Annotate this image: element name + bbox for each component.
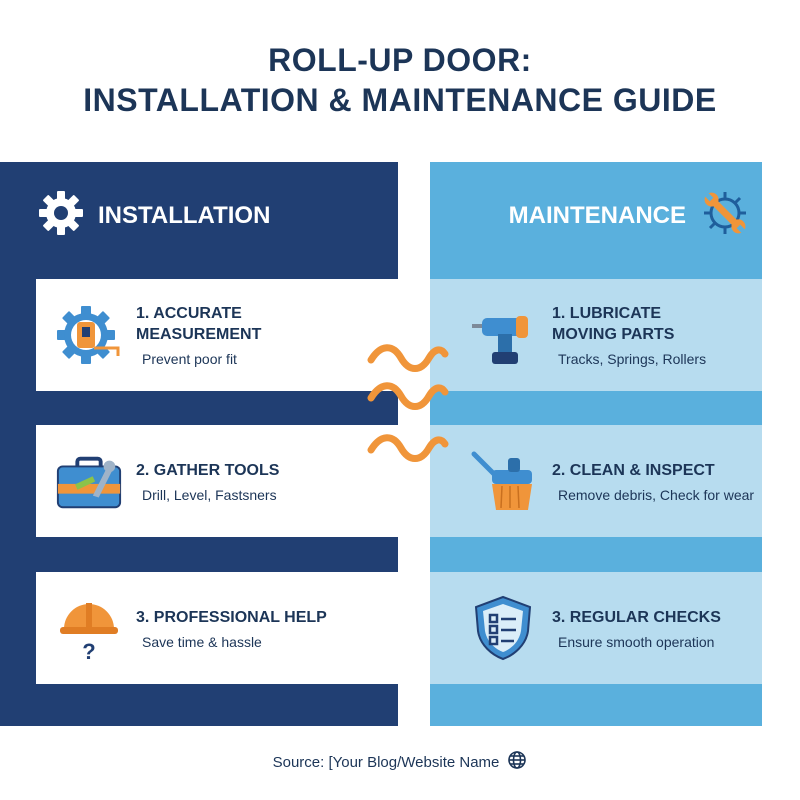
title-line-1: ROLL-UP DOOR:	[268, 42, 532, 78]
title-line-2: INSTALLATION & MAINTENANCE GUIDE	[83, 82, 717, 118]
installation-item-text: 1. ACCURATE MEASUREMENT Prevent poor fit	[136, 303, 261, 367]
maintenance-item-checks: 3. REGULAR CHECKS Ensure smooth operatio…	[430, 572, 762, 684]
svg-text:?: ?	[82, 639, 95, 663]
gear-measuring-tape-icon	[54, 300, 124, 370]
maintenance-item-sub: Ensure smooth operation	[558, 633, 715, 650]
globe-icon	[507, 750, 527, 774]
maintenance-item-clean: 2. CLEAN & INSPECT Remove debris, Check …	[430, 425, 762, 537]
maintenance-item-text: 1. LUBRICATE MOVING PARTS Tracks, Spring…	[552, 303, 706, 367]
hard-hat-question-icon: ?	[54, 593, 124, 663]
installation-item-sub: Prevent poor fit	[142, 351, 237, 367]
page-title: ROLL-UP DOOR: INSTALLATION & MAINTENANCE…	[0, 40, 800, 120]
installation-item-heading: 3. PROFESSIONAL HELP	[136, 608, 327, 626]
maintenance-header-label: MAINTENANCE	[508, 202, 686, 229]
installation-item-sub: Drill, Level, Fastsners	[142, 486, 277, 503]
installation-item-text: 2. GATHER TOOLS Drill, Level, Fastsners	[136, 460, 279, 503]
maintenance-item-heading: 2. CLEAN & INSPECT	[552, 461, 715, 479]
drill-icon	[468, 300, 538, 370]
gear-icon	[38, 190, 84, 243]
maintenance-item-heading: 3. REGULAR CHECKS	[552, 608, 721, 626]
installation-item-help: ? 3. PROFESSIONAL HELP Save time & hassl…	[36, 572, 398, 684]
installation-item-tools: 2. GATHER TOOLS Drill, Level, Fastsners	[36, 425, 398, 537]
shield-checklist-icon	[468, 593, 538, 663]
installation-item-heading: 1. ACCURATE MEASUREMENT	[136, 305, 262, 343]
toolbox-icon	[54, 446, 124, 516]
footer: Source: [Your Blog/Website Name	[0, 750, 800, 774]
installation-item-measurement: 1. ACCURATE MEASUREMENT Prevent poor fit	[36, 279, 398, 391]
installation-header: INSTALLATION	[38, 184, 270, 248]
maintenance-item-heading: 1. LUBRICATE MOVING PARTS	[552, 305, 675, 343]
maintenance-header: MAINTENANCE	[509, 184, 752, 248]
source-text: Source: [Your Blog/Website Name	[272, 753, 500, 771]
gear-wrench-icon	[698, 186, 752, 247]
installation-item-text: 3. PROFESSIONAL HELP Save time & hassle	[136, 607, 327, 650]
installation-item-heading: 2. GATHER TOOLS	[136, 461, 280, 479]
wave-connector-icon	[367, 344, 449, 462]
installation-header-label: INSTALLATION	[98, 202, 271, 229]
maintenance-item-sub: Tracks, Springs, Rollers	[558, 351, 707, 367]
maintenance-item-lubricate: 1. LUBRICATE MOVING PARTS Tracks, Spring…	[430, 279, 762, 391]
installation-item-sub: Save time & hassle	[142, 633, 262, 650]
maintenance-item-text: 3. REGULAR CHECKS Ensure smooth operatio…	[552, 607, 721, 650]
broom-icon	[468, 446, 538, 516]
maintenance-item-sub: Remove debris, Check for wear	[558, 486, 755, 503]
maintenance-item-text: 2. CLEAN & INSPECT Remove debris, Check …	[552, 460, 754, 503]
